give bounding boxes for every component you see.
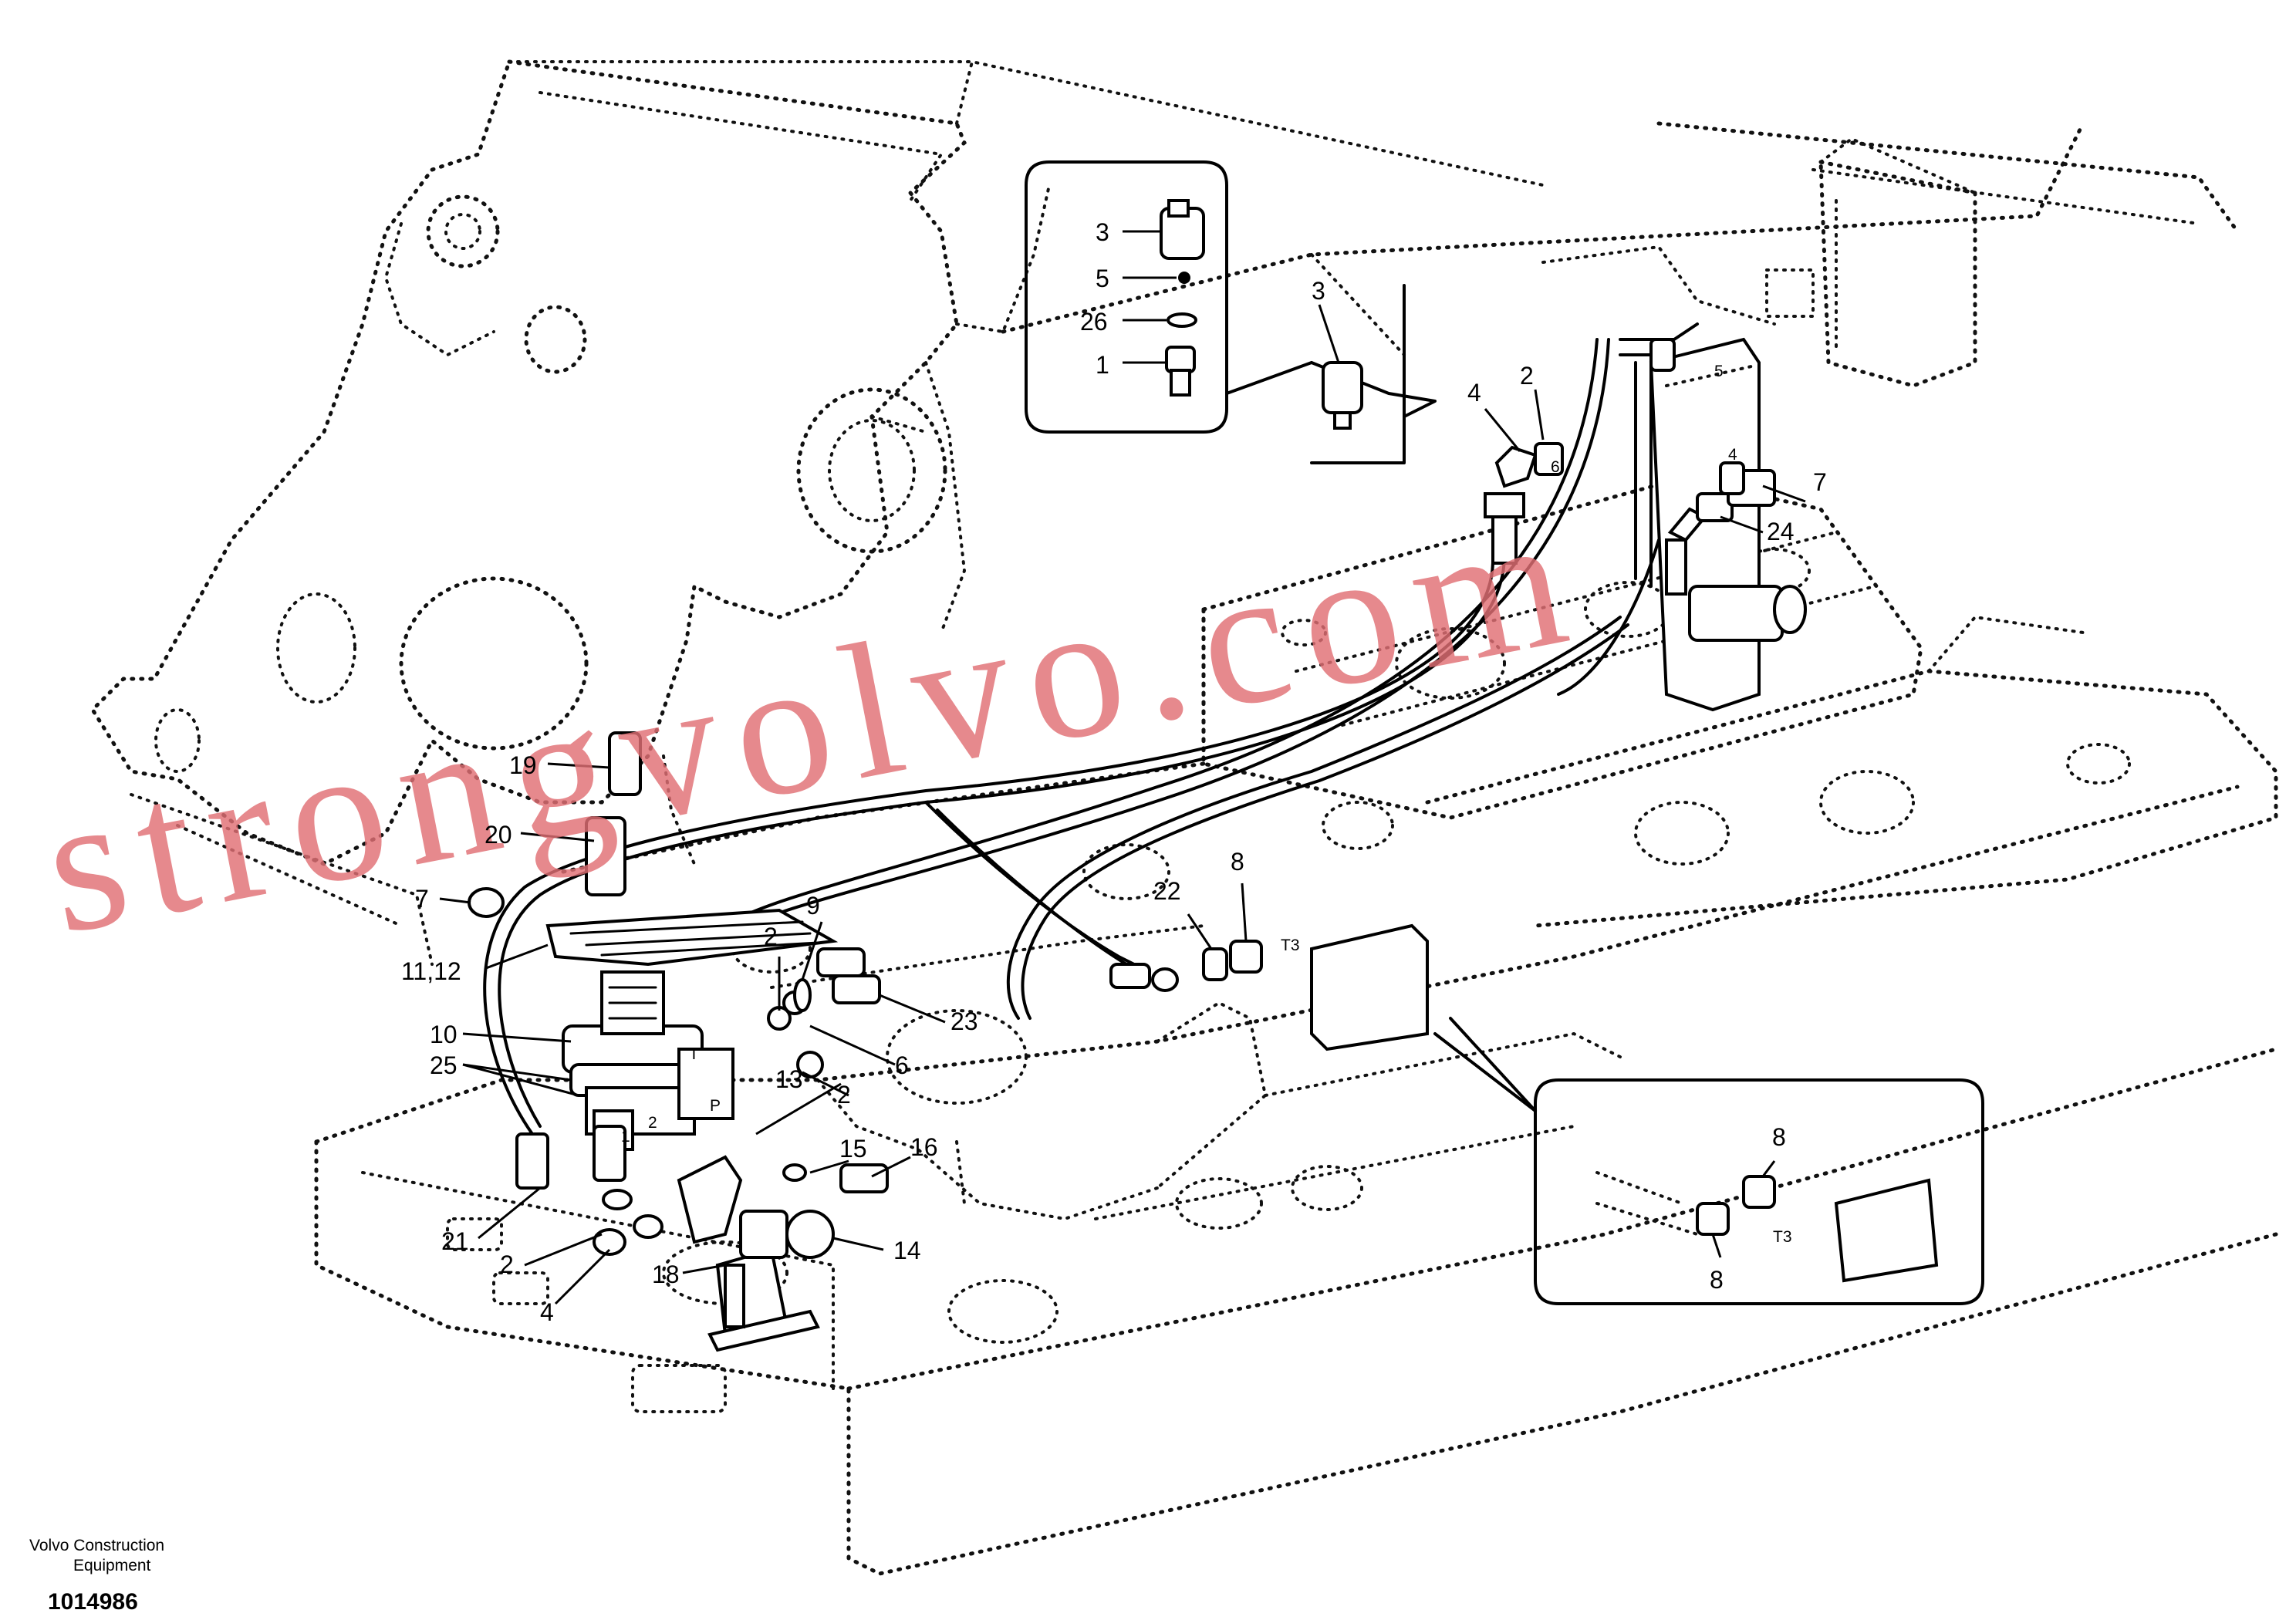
callout-5-port: 5 [1714, 363, 1724, 380]
callout-26-inset: 26 [1080, 308, 1108, 336]
center-fitting-group [1202, 923, 1429, 1051]
callout-14: 14 [893, 1237, 921, 1264]
callout-22: 22 [1153, 877, 1181, 905]
footer-company-line2: Equipment [73, 1557, 151, 1574]
footer-company-line1: Volvo Construction [29, 1537, 164, 1554]
callout-2-valve: 2 [1520, 362, 1534, 390]
callout-11-12: 11,12 [401, 957, 461, 985]
callout-18: 18 [652, 1261, 680, 1288]
callout-4-port: 4 [1728, 446, 1737, 464]
inset-top [1025, 160, 1437, 464]
callout-1-inset: 1 [1096, 351, 1109, 379]
port-p-label: P [710, 1097, 721, 1115]
leader-lines [439, 230, 1806, 1305]
t3-center: T3 [1281, 937, 1300, 954]
callout-23: 23 [950, 1007, 978, 1035]
callout-2-pedal-mid: 2 [837, 1081, 851, 1109]
callout-8-inset-bottom: 8 [1710, 1266, 1724, 1294]
port-2-label: 2 [648, 1114, 657, 1132]
callout-10: 10 [430, 1021, 458, 1048]
callout-16: 16 [910, 1133, 938, 1161]
callout-4-valve: 4 [1467, 379, 1481, 407]
callout-24-valve: 24 [1767, 518, 1795, 545]
port-t-label: T [689, 1045, 699, 1063]
callout-19: 19 [509, 751, 537, 779]
callout-2-pedal-left: 2 [500, 1250, 514, 1278]
hydraulic-hoses [483, 322, 1699, 1136]
callout-7-pedal: 7 [415, 885, 429, 913]
callout-8-inset-top: 8 [1772, 1123, 1786, 1151]
callout-15: 15 [839, 1135, 867, 1163]
t3-inset: T3 [1773, 1228, 1792, 1246]
callout-7-valve: 7 [1813, 468, 1827, 496]
callout-20: 20 [485, 821, 512, 849]
footer-drawing-number: 1014986 [48, 1589, 138, 1615]
callout-25-pedal: 25 [430, 1051, 458, 1079]
callout-3-plug: 3 [1312, 277, 1325, 305]
callout-13: 13 [775, 1065, 803, 1093]
callout-5-inset: 5 [1096, 265, 1109, 292]
callout-4-pedal: 4 [540, 1298, 554, 1326]
inset-bottom [1433, 1017, 1984, 1305]
port-1-label: 1 [621, 1128, 630, 1146]
callout-9: 9 [806, 892, 820, 920]
callout-2-pedal-top: 2 [764, 923, 778, 950]
callout-8-center: 8 [1231, 848, 1244, 876]
control-valve-assembly [1484, 337, 1807, 712]
callout-6-valve: 6 [1551, 458, 1560, 476]
callout-21: 21 [441, 1227, 469, 1255]
callout-3-inset: 3 [1096, 218, 1109, 246]
callout-6-pedal: 6 [895, 1051, 909, 1079]
